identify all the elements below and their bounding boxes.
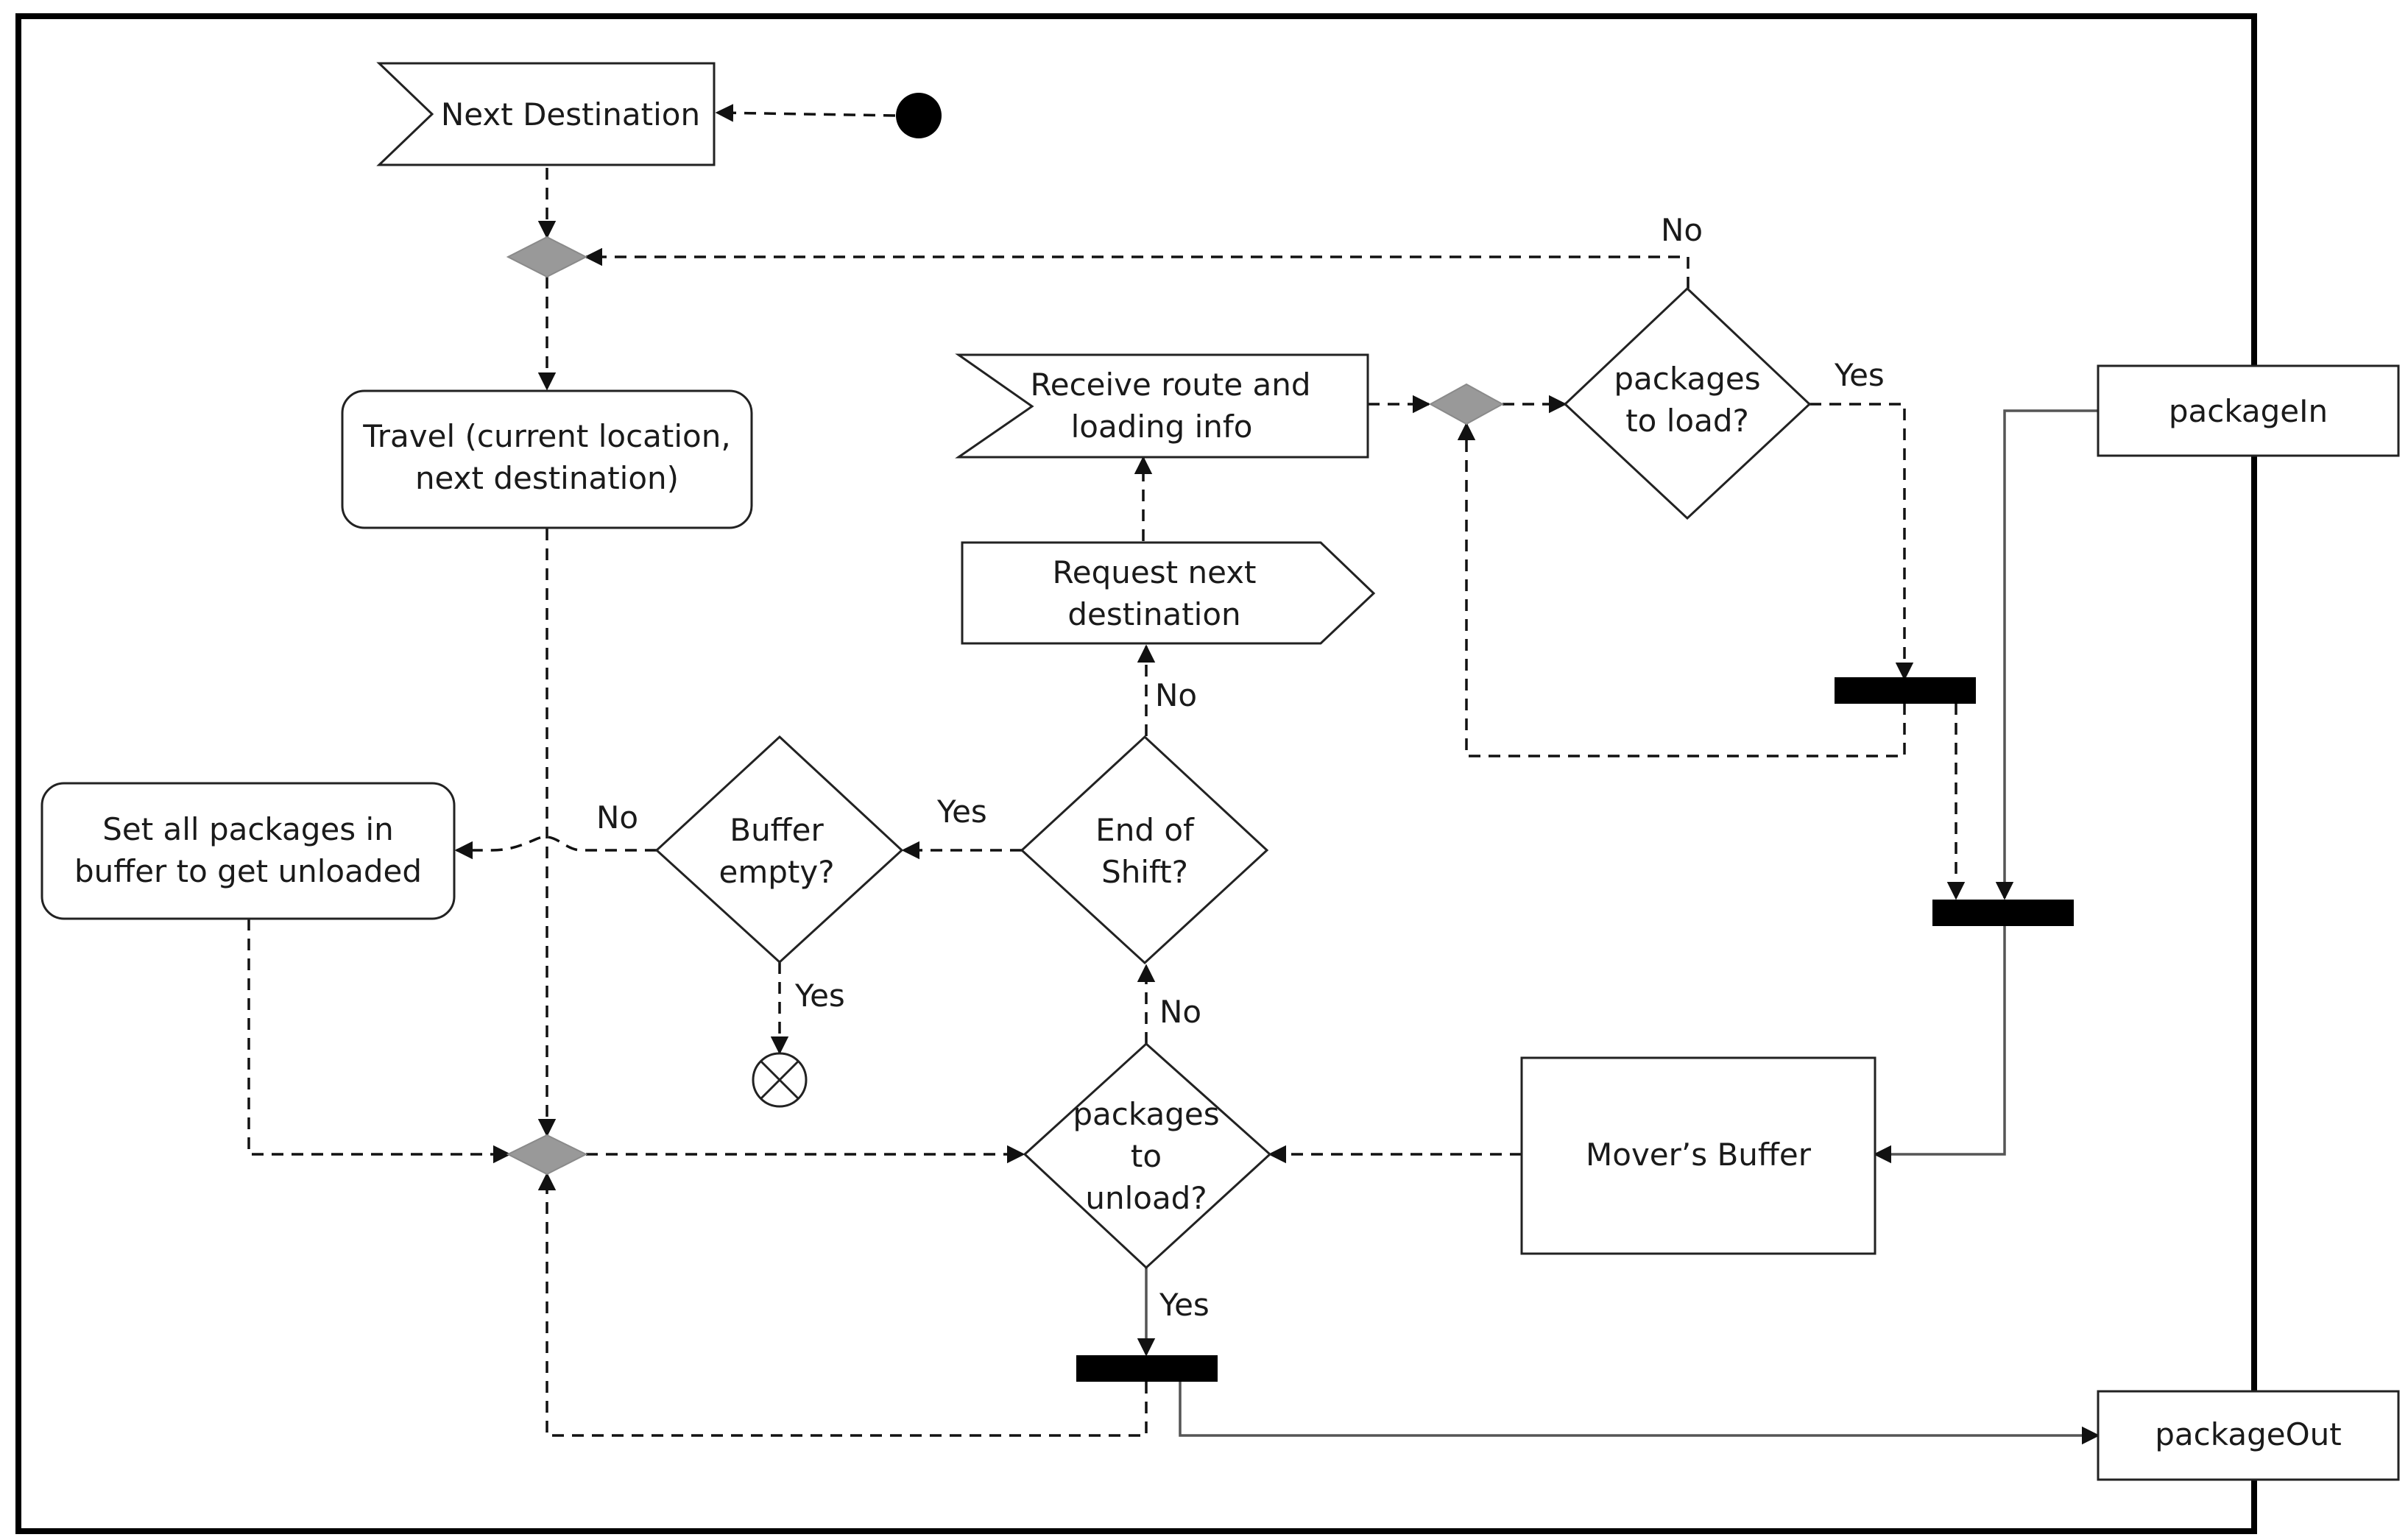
edges <box>247 104 2100 1445</box>
next-destination-label: Next Destination <box>441 96 700 133</box>
packages-to-load-label-line-1: packages <box>1614 361 1760 397</box>
activity-frame <box>15 13 2257 1534</box>
join-bar-lower <box>1932 900 2074 926</box>
end-of-shift-label-line-2: Shift? <box>1101 854 1188 890</box>
buffer-yes-label: Yes <box>794 978 845 1014</box>
unload-no-label: No <box>1159 994 1201 1030</box>
movers-buffer-label: Mover’s Buffer <box>1586 1137 1812 1173</box>
next-destination-node: Next Destination <box>376 62 716 166</box>
request-next-destination-node: Request next destination <box>961 541 1376 645</box>
travel-label-line-2: next destination) <box>415 460 679 496</box>
receive-route-label-line-2: loading info <box>1071 409 1253 445</box>
package-in-pin: packageIn <box>2097 364 2400 457</box>
load-no-label: No <box>1661 212 1703 248</box>
unload-label-line-3: unload? <box>1085 1180 1207 1216</box>
edge-fork-loop-to-merge <box>537 1172 1148 1437</box>
end-of-shift-label-line-1: End of <box>1095 812 1195 848</box>
buffer-no-label: No <box>596 799 638 836</box>
set-all-packages-action: Set all packages in buffer to get unload… <box>40 782 456 920</box>
flow-final-node <box>752 1052 808 1108</box>
edge-packagein-to-join <box>1995 409 2098 900</box>
receive-route-node: Receive route and loading info <box>955 353 1369 459</box>
edge-buffer-empty-no-to-set-all <box>454 836 657 860</box>
shift-no-label: No <box>1155 677 1197 713</box>
unload-label-line-2: to <box>1131 1138 1162 1174</box>
request-next-label-line-1: Request next <box>1053 554 1257 590</box>
receive-route-label-line-1: Receive route and <box>1030 367 1310 403</box>
package-out-label: packageOut <box>2155 1416 2341 1452</box>
packages-to-load-label-line-2: to load? <box>1625 403 1749 439</box>
edge-set-all-to-merge <box>247 919 512 1164</box>
request-next-label-line-2: destination <box>1067 596 1240 632</box>
edge-initial-to-next-destination <box>715 104 896 122</box>
travel-action: Travel (current location, next destinati… <box>341 389 753 529</box>
load-yes-label: Yes <box>1834 357 1885 393</box>
end-of-shift-decision: End of Shift? <box>1020 735 1269 965</box>
merge-node-top <box>506 236 588 278</box>
merge-node-load <box>1428 383 1505 425</box>
edge-fork-loop-to-load-merge <box>1457 422 1906 757</box>
fork-bar-upper <box>1835 677 1976 704</box>
initial-node <box>896 93 942 138</box>
packages-to-load-decision: packages to load? <box>1563 286 1812 520</box>
set-all-label-line-2: buffer to get unloaded <box>74 853 422 889</box>
buffer-empty-decision: Buffer empty? <box>654 735 904 964</box>
package-out-pin: packageOut <box>2097 1390 2400 1481</box>
packages-to-unload-decision: packages to unload? <box>1023 1042 1272 1270</box>
edge-join-to-buffer <box>1873 924 2006 1164</box>
movers-buffer-object: Mover’s Buffer <box>1520 1056 1876 1255</box>
travel-label-line-1: Travel (current location, <box>362 418 730 454</box>
fork-bar-bottom <box>1076 1355 1218 1382</box>
unload-yes-label: Yes <box>1159 1287 1210 1323</box>
edge-fork-to-packageout <box>1179 1382 2100 1445</box>
buffer-empty-label-line-2: empty? <box>718 854 834 890</box>
merge-node-bottom <box>506 1134 588 1176</box>
package-in-label: packageIn <box>2169 393 2328 429</box>
buffer-empty-label-line-1: Buffer <box>730 812 824 848</box>
set-all-label-line-1: Set all packages in <box>102 811 394 847</box>
unload-label-line-1: packages <box>1073 1096 1219 1132</box>
edge-labels: No Yes No Yes No Yes No Yes <box>596 212 1885 1323</box>
shift-yes-label: Yes <box>936 794 987 830</box>
edge-load-yes-to-fork <box>1809 403 1914 681</box>
edge-load-no-to-merge <box>584 247 1690 289</box>
